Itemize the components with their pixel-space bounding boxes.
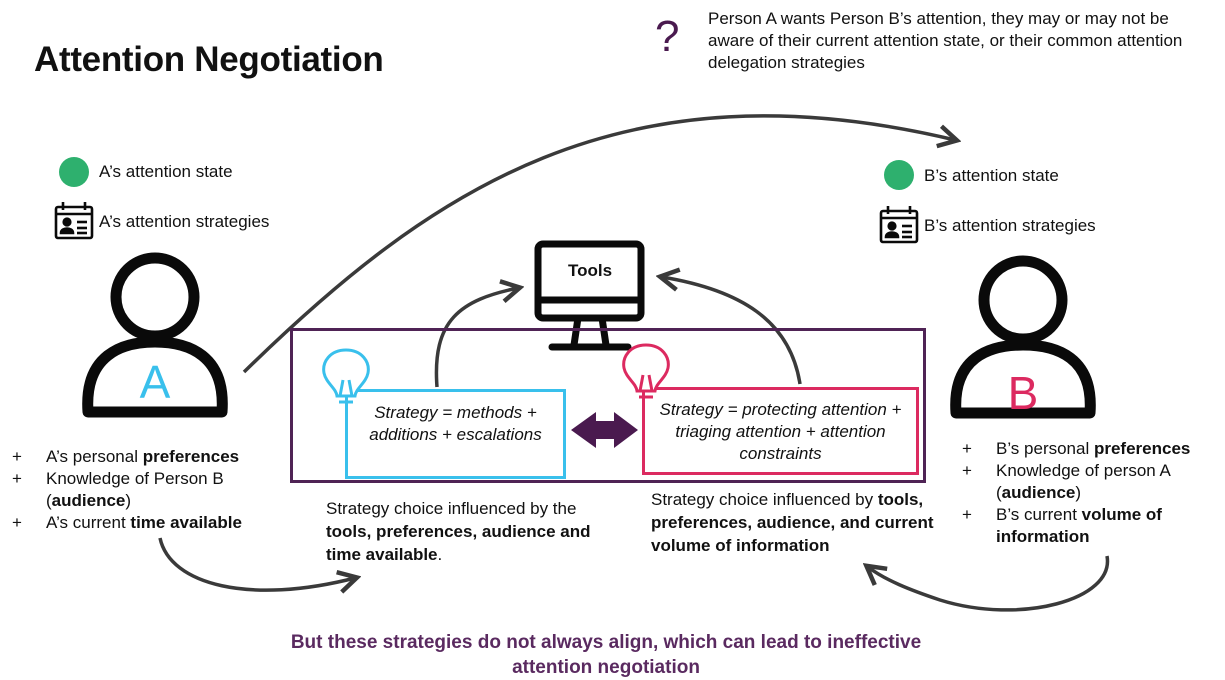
- list-item: B’s personal preferences: [962, 438, 1224, 460]
- list-item-bold: time available: [130, 513, 242, 532]
- strategy-a-box: Strategy = methods + additions + escalat…: [345, 389, 566, 479]
- b-attention-strategies-label: B’s attention strategies: [924, 216, 1096, 235]
- person-a-factors-list: A’s personal preferences Knowledge of Pe…: [12, 446, 282, 534]
- list-item-text: ): [125, 491, 132, 510]
- list-item-text: A’s current: [46, 513, 131, 532]
- page-title: Attention Negotiation: [34, 40, 384, 79]
- b-attention-state-label: B’s attention state: [924, 166, 1059, 185]
- influence-a-plain: Strategy choice influenced by the: [326, 499, 577, 518]
- a-attention-state-label: A’s attention state: [99, 162, 233, 181]
- list-item: Knowledge of Person B (audience): [12, 468, 282, 512]
- tools-label: Tools: [567, 261, 613, 280]
- influence-b-plain: Strategy choice influenced by: [651, 490, 878, 509]
- a-attention-strategies-label: A’s attention strategies: [99, 212, 270, 231]
- influence-b-text: Strategy choice influenced by tools, pre…: [651, 488, 941, 557]
- influence-b-bold: tools, preferences, audience, and curren…: [651, 490, 934, 555]
- influence-a-bold: tools, preferences, audience and time av…: [326, 522, 591, 564]
- list-item-text: A’s personal: [46, 447, 143, 466]
- conclusion-text: But these strategies do not always align…: [290, 632, 922, 678]
- list-item-bold: volume of information: [996, 505, 1162, 546]
- list-item-bold: preferences: [142, 447, 240, 466]
- strategy-a-text: Strategy = methods + additions + escalat…: [369, 403, 542, 444]
- list-item-bold: audience: [1001, 483, 1076, 502]
- list-item-text: Knowledge of Person B (: [46, 469, 224, 510]
- person-b-letter: B: [1007, 367, 1039, 419]
- a-strategies-calendar-icon: [54, 202, 94, 240]
- influence-a-text: Strategy choice influenced by the tools,…: [326, 497, 616, 566]
- question-text: Person A wants Person B’s attention, the…: [708, 9, 1183, 72]
- strategy-b-box: Strategy = protecting attention + triagi…: [642, 387, 919, 475]
- list-item: A’s personal preferences: [12, 446, 282, 468]
- list-item: Knowledge of person A (audience): [962, 460, 1224, 504]
- influence-a-post: .: [437, 545, 443, 564]
- b-strategies-calendar-icon: [879, 206, 919, 244]
- strategy-b-text: Strategy = protecting attention + triagi…: [659, 400, 902, 463]
- b-attention-state-dot-icon: [884, 160, 914, 190]
- list-item-text: ): [1075, 483, 1082, 502]
- question-mark-icon: ?: [655, 12, 680, 61]
- person-a-letter: A: [139, 356, 171, 408]
- list-item: A’s current time available: [12, 512, 282, 534]
- list-item-bold: audience: [51, 491, 126, 510]
- list-item: B’s current volume of information: [962, 504, 1224, 548]
- a-attention-state-dot-icon: [59, 157, 89, 187]
- list-item-text: B’s personal: [996, 439, 1094, 458]
- list-b-to-influence-arrow: [868, 555, 1110, 612]
- list-item-text: Knowledge of person A (: [996, 461, 1170, 502]
- list-item-text: B’s current: [996, 505, 1082, 524]
- person-b-factors-list: B’s personal preferences Knowledge of pe…: [962, 438, 1224, 548]
- list-item-bold: preferences: [1093, 439, 1191, 458]
- strategy-frame: [290, 328, 926, 483]
